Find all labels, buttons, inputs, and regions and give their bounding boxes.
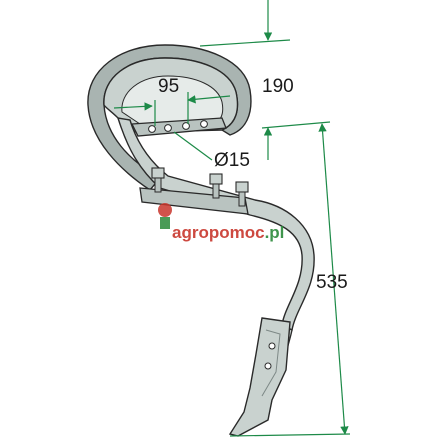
bolt: [151, 167, 165, 193]
mascot-body-icon: [160, 217, 170, 229]
share-point: [228, 317, 291, 437]
share-ridge: [261, 329, 281, 397]
bolt: [235, 181, 249, 207]
dimension-lines: [113, 0, 351, 437]
watermark-logo: agropomoc.pl: [158, 203, 284, 242]
dim-label-535: 535: [316, 272, 348, 293]
dim-label-hole-diameter: Ø15: [214, 150, 250, 171]
bolt: [209, 173, 223, 199]
mount-hole: [200, 120, 208, 128]
dim-label-190: 190: [262, 76, 294, 97]
share-hole: [268, 342, 276, 350]
mascot-icon: [158, 203, 172, 217]
svg-text:agropomoc.pl: agropomoc.pl: [172, 223, 284, 242]
mount-hole: [182, 122, 190, 130]
share-hole: [264, 362, 272, 370]
dim-label-95: 95: [158, 76, 179, 97]
clamp-bracket: [139, 187, 249, 215]
mount-hole: [164, 124, 172, 132]
spring-tine: [87, 44, 315, 437]
watermark-text-main: agropomoc: [172, 223, 265, 242]
watermark-text-domain: .pl: [265, 223, 285, 242]
mount-hole: [148, 125, 156, 133]
